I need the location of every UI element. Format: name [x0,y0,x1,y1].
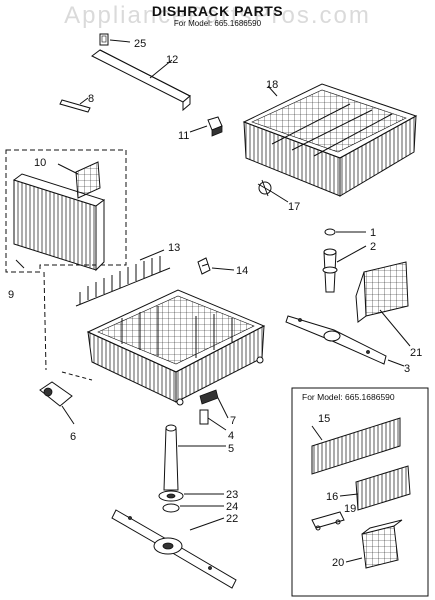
part-24-nut [162,503,224,513]
part-11-end-cap [189,116,223,137]
part-1-bearing-ring [324,228,366,236]
callout-22: 22 [226,513,238,525]
part-21-silverware-basket [355,261,411,347]
model-box-label: For Model: 665.1686590 [302,392,395,402]
part-17-wheel-clip [257,179,289,203]
callout-4: 4 [228,430,234,442]
part-12-track-rail [91,49,191,112]
callout-6: 6 [70,431,76,443]
callout-16: 16 [326,491,338,503]
callout-2: 2 [370,241,376,253]
callout-8: 8 [88,93,94,105]
callout-3: 3 [404,363,410,375]
part-5-lower-feed-tube [163,424,226,491]
callout-24: 24 [226,501,238,513]
part-15-tine-row [311,417,401,475]
part-3-upper-spray-arm [285,315,405,367]
callout-labels: 25 12 8 11 18 10 17 1 2 13 14 9 21 3 7 4… [8,38,422,569]
callout-13: 13 [168,242,180,254]
part-16-tine-row [339,465,411,511]
callout-10: 10 [34,157,46,169]
callout-14: 14 [236,265,248,277]
callout-25: 25 [134,38,146,50]
callout-23: 23 [226,489,238,501]
part-14-clip [197,257,235,275]
part-22-lower-spray-arm [111,509,237,589]
part-4-sleeve [199,409,227,431]
part-7-rack-wheel [199,389,229,419]
callout-17: 17 [288,201,300,213]
callout-12: 12 [166,54,178,66]
part-23-washer [158,490,224,502]
callout-5: 5 [228,443,234,455]
part-9-cup-shelf [12,173,106,272]
lower-rack [86,289,266,406]
part-10-shelf-insert [57,161,101,199]
part-8-strip [59,97,91,113]
part-6-wheel-assembly [39,371,93,425]
callout-20: 20 [332,557,344,569]
callout-21: 21 [410,347,422,359]
diagram-subtitle: For Model: 665.1686590 [173,19,262,28]
part-2-feed-tube [322,245,367,293]
model-option-box: For Model: 665.1686590 [291,387,429,597]
part-13-tine-row [75,249,171,307]
callout-11: 11 [178,130,189,142]
part-25-rack-clip [99,33,131,46]
part-19-clip [311,511,345,531]
callout-7: 7 [230,415,236,427]
watermark: AppliancePartsPros.com [64,2,371,29]
callout-18: 18 [266,79,278,91]
section-9-frame [5,149,127,371]
diagram-title: DISHRACK PARTS [151,3,284,19]
callout-15: 15 [318,413,330,425]
part-18-upper-rack [242,83,418,197]
callout-9: 9 [8,289,14,301]
callout-1: 1 [370,227,376,239]
part-20-small-basket [345,519,403,569]
callout-19: 19 [344,503,356,515]
